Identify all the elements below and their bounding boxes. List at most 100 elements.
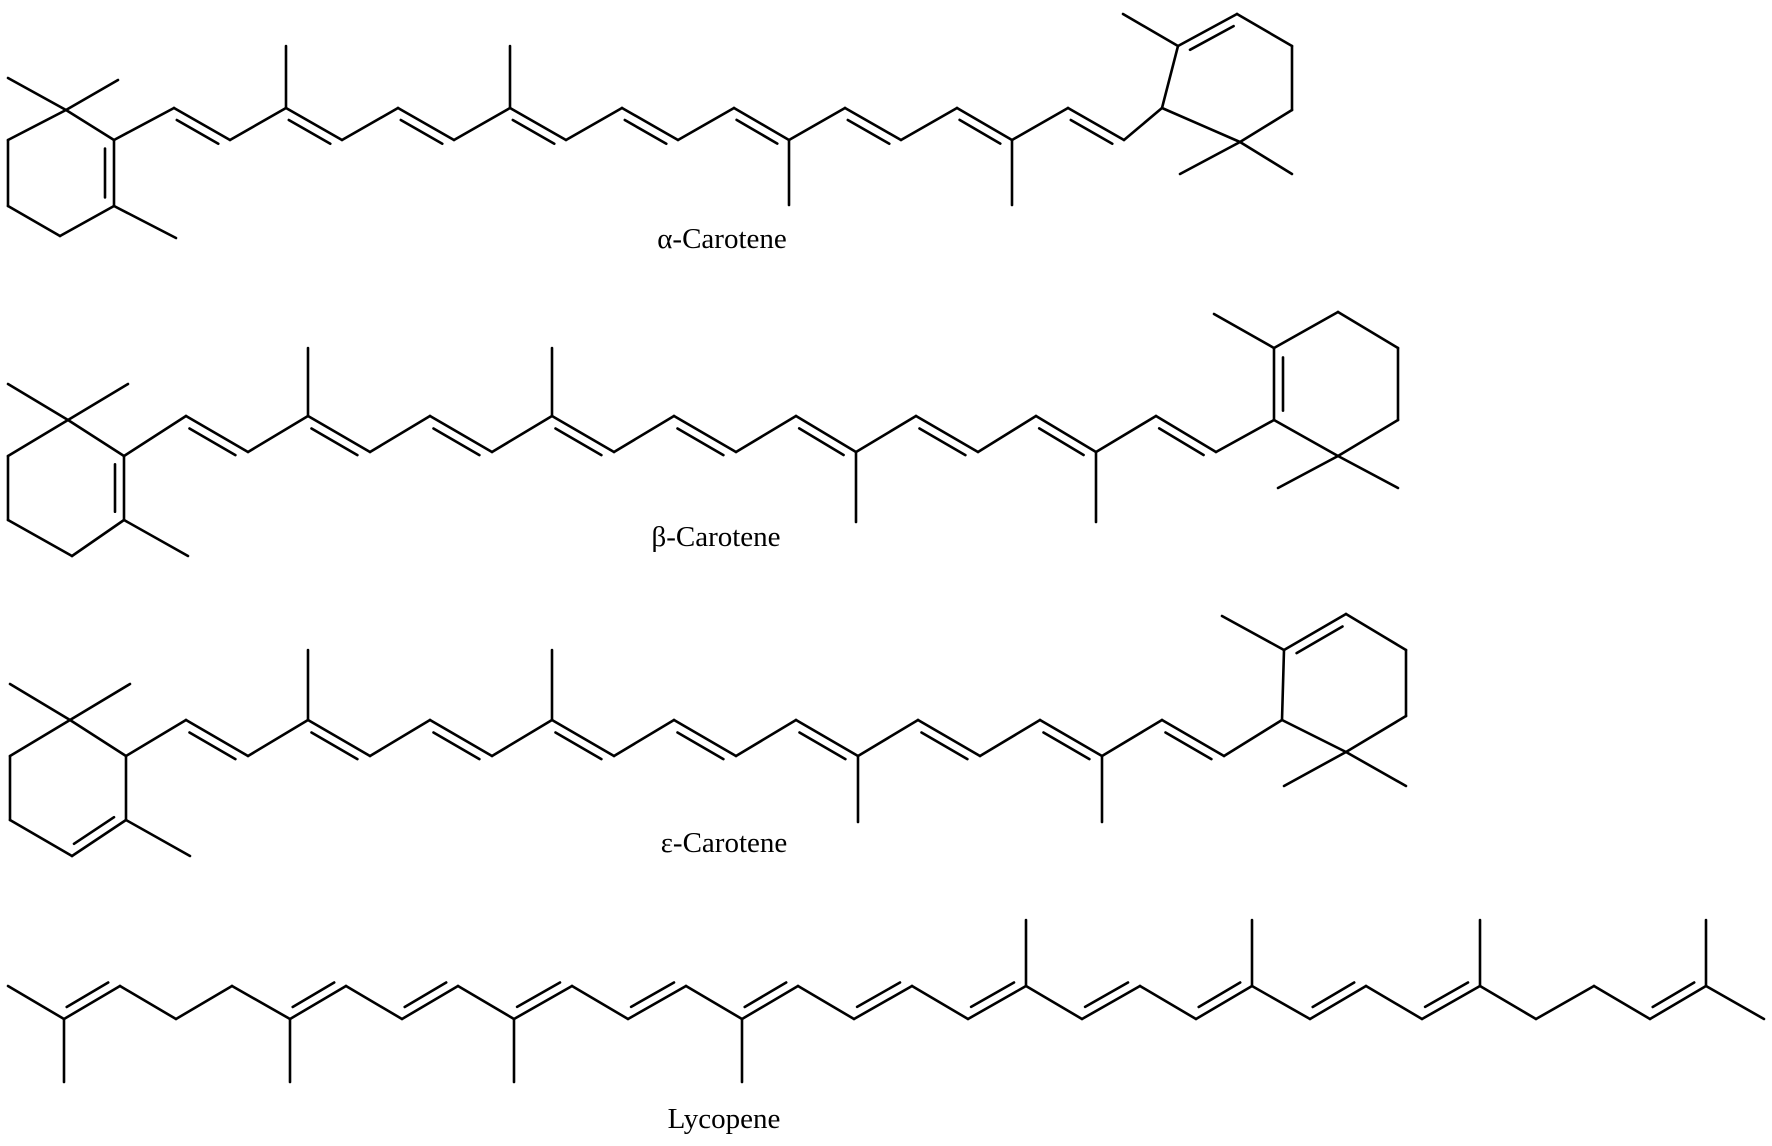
single-bond: [1024, 984, 1084, 1021]
ring-bond: [1280, 718, 1348, 754]
double-bond-line: [1188, 24, 1235, 52]
alpha-carotene-structure: [6, 12, 1294, 240]
single-bond: [6, 984, 66, 1021]
double-bond-line: [918, 427, 967, 457]
single-bond: [910, 984, 970, 1021]
double-bond-line: [735, 118, 779, 145]
ring-substituent-bond: [1212, 312, 1276, 350]
single-bond: [396, 106, 456, 142]
single-bond: [914, 414, 980, 454]
single-bond: [843, 106, 903, 142]
ring-bond: [1336, 418, 1400, 458]
ring-substituent-bond: [8, 682, 72, 722]
ring-bond: [1160, 44, 1180, 110]
single-bond: [340, 106, 400, 142]
ring-bond: [1344, 612, 1408, 652]
ring-bond: [1336, 310, 1400, 350]
ring-bond: [8, 718, 72, 758]
double-bond-line: [676, 427, 725, 457]
ring-bond: [8, 818, 74, 858]
ring-substituent-bond: [1220, 614, 1286, 652]
single-bond: [740, 984, 800, 1021]
ring-bond: [68, 718, 128, 758]
single-bond: [1066, 106, 1126, 142]
single-bond: [344, 984, 404, 1021]
double-bond-line: [1295, 625, 1344, 655]
single-bond: [899, 106, 959, 142]
single-bond: [550, 718, 616, 758]
single-bond: [672, 718, 738, 758]
single-bond: [230, 984, 292, 1021]
single-bond: [1176, 12, 1239, 48]
ring-bond: [1272, 310, 1340, 350]
double-bond-line: [623, 118, 668, 145]
ring-bond: [64, 108, 116, 142]
single-bond: [620, 106, 680, 142]
epsilon-carotene-label: ε-Carotene: [661, 827, 788, 859]
ring-substituent-bond: [124, 818, 192, 858]
ring-bond: [1235, 12, 1294, 48]
ring-substituent-bond: [1344, 750, 1408, 788]
single-bond: [452, 106, 512, 142]
ring-substituent-bond: [1238, 140, 1294, 176]
single-bond: [916, 718, 982, 758]
double-bond-line: [511, 118, 556, 145]
single-bond: [978, 718, 1042, 758]
double-bond-line: [1083, 981, 1130, 1009]
single-bond: [1194, 984, 1254, 1021]
single-bond: [512, 984, 574, 1021]
ring-bond: [6, 108, 68, 142]
double-bond-line: [1042, 731, 1091, 761]
ring-bond: [1344, 714, 1408, 754]
single-bond: [1648, 984, 1708, 1021]
double-bond-line: [1651, 981, 1696, 1009]
double-bond-line: [958, 118, 1002, 145]
double-bond-line: [1157, 427, 1205, 457]
ring-bond: [6, 518, 74, 558]
single-bond: [852, 984, 914, 1021]
single-bond: [1222, 718, 1284, 758]
double-bond-line: [797, 427, 845, 457]
single-bond: [112, 106, 176, 142]
single-bond: [368, 718, 432, 758]
double-bond-line: [72, 815, 116, 846]
ring-bond: [1238, 108, 1294, 144]
double-bond-line: [1197, 981, 1242, 1009]
double-bond-line: [310, 427, 359, 457]
single-bond: [1080, 984, 1142, 1021]
single-bond: [955, 106, 1014, 142]
ring-substituent-bond: [1282, 750, 1348, 788]
double-bond-line: [1423, 981, 1470, 1009]
single-bond: [1100, 718, 1164, 758]
double-bond-line: [676, 731, 725, 761]
single-bond: [490, 414, 554, 454]
single-bond: [1364, 984, 1424, 1021]
ring-bond: [66, 418, 126, 458]
ring-bond: [58, 204, 116, 238]
single-bond: [122, 414, 188, 458]
single-bond: [184, 718, 250, 758]
double-bond-line: [798, 731, 847, 761]
ring-substituent-bond: [122, 518, 190, 558]
ring-substituent-bond: [112, 204, 178, 240]
single-bond: [124, 718, 188, 758]
single-bond: [794, 414, 858, 454]
single-bond: [734, 414, 798, 454]
single-bond: [1038, 718, 1104, 758]
single-bond: [246, 718, 310, 758]
ring-bond: [6, 204, 62, 238]
ring-substituent-bond: [6, 382, 70, 422]
single-bond: [456, 984, 516, 1021]
single-bond: [428, 718, 494, 758]
single-bond: [228, 106, 288, 142]
single-bond: [796, 984, 856, 1021]
ring-substituent-bond: [1336, 454, 1400, 490]
single-bond: [1154, 414, 1218, 454]
single-bond: [172, 106, 232, 142]
single-bond: [1420, 984, 1482, 1021]
single-bond: [1704, 984, 1766, 1021]
single-bond: [854, 414, 918, 454]
double-bond-line: [432, 427, 481, 457]
single-bond: [856, 718, 920, 758]
single-bond: [1010, 106, 1070, 142]
